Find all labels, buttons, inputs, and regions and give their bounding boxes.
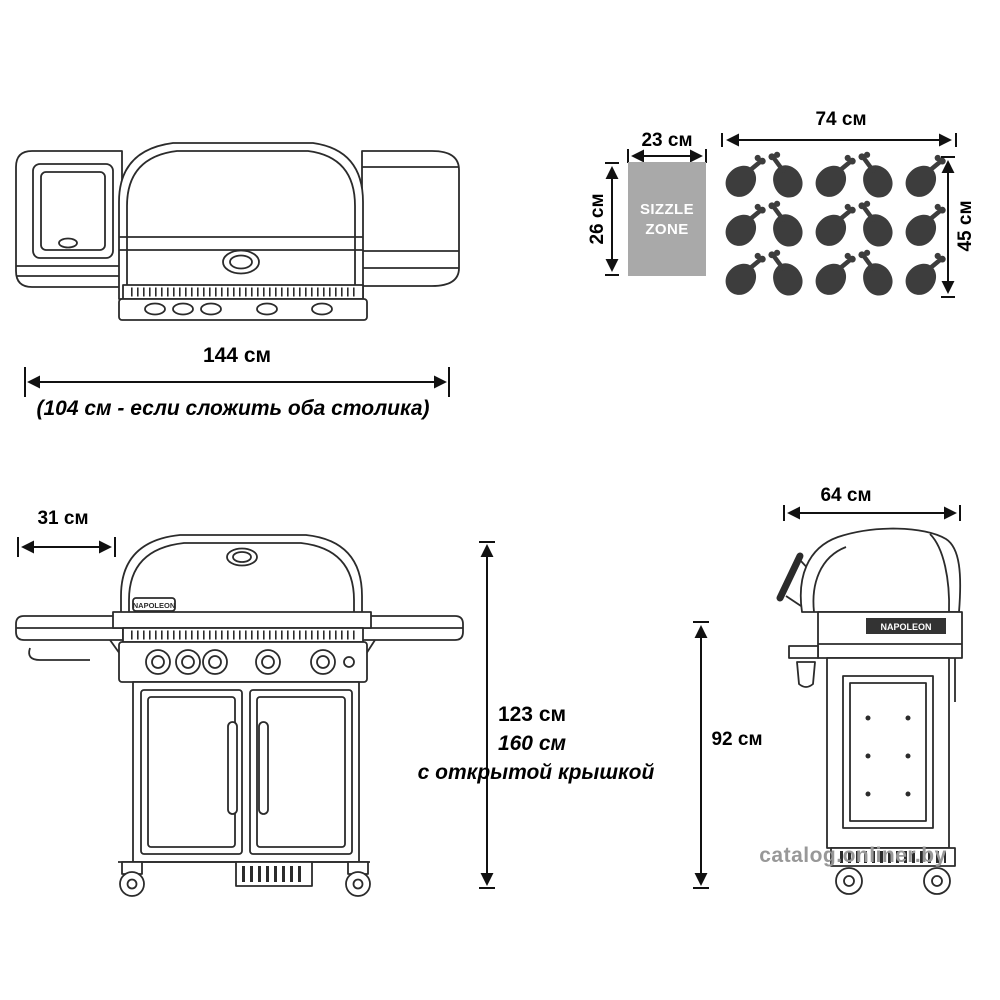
right-shelf [361, 150, 460, 287]
arrow-sizzle-width [627, 149, 707, 163]
dimension-arrows [17, 133, 961, 889]
brand-label-front: NAPOLEON [133, 601, 176, 610]
note-height-open: с открытой крышкой [417, 761, 655, 784]
shelf-edge [788, 645, 819, 659]
drumstick-icon [764, 200, 805, 248]
dim-grate-width: 74 см [815, 109, 867, 130]
left-shelf [15, 150, 123, 288]
note-folded-width: (104 см - если сложить оба столика) [36, 397, 430, 420]
dim-height-closed: 123 см [497, 703, 567, 726]
drumstick-icon [814, 151, 857, 200]
dim-total-width: 144 см [202, 344, 272, 367]
sizzle-zone-label-line1: SIZZLE [639, 200, 695, 218]
drumstick-icon [724, 200, 767, 249]
arrow-depth [783, 505, 961, 521]
lid [118, 142, 364, 300]
drumstick-icon [764, 249, 805, 297]
drumstick-icon [854, 200, 895, 248]
drumstick-grid [724, 151, 947, 298]
lid [120, 534, 363, 629]
burner-knob [255, 649, 281, 675]
sizzle-zone-label-line2: ZONE [645, 220, 689, 238]
dim-depth: 64 см [820, 485, 872, 506]
burner-knob [172, 302, 194, 316]
towel-bar [28, 647, 90, 661]
lid-lip [112, 611, 372, 629]
caster-wheel [923, 867, 951, 895]
arrow-grate-depth [941, 156, 955, 298]
burner-knob [200, 302, 222, 316]
burner-knob [256, 302, 278, 316]
burner-knob [145, 649, 171, 675]
cart-door-left [140, 689, 243, 855]
dim-grate-depth: 45 см [955, 200, 976, 252]
drumstick-icon [814, 200, 857, 249]
brand-label-side: NAPOLEON [880, 622, 931, 632]
grill-front-lid-closed [15, 142, 460, 321]
brand-plate [132, 597, 176, 612]
brand-plate-dark [866, 618, 946, 634]
arrow-total-width [24, 367, 450, 397]
burner-knob [144, 302, 166, 316]
drumstick-icon [764, 151, 805, 199]
control-panel [118, 298, 368, 321]
burner-knob [202, 649, 228, 675]
drumstick-icon [814, 249, 857, 298]
caster-wheel [345, 871, 371, 897]
dim-height-open: 160 см [497, 732, 567, 755]
dim-cart-height: 92 см [711, 729, 763, 750]
grease-cup [796, 661, 816, 688]
cart-door-right [249, 689, 353, 855]
cart-side [826, 657, 950, 849]
grill-front-full [15, 534, 464, 897]
shelf-handle [58, 237, 78, 249]
drumstick-icon [904, 200, 947, 249]
arrow-grate-width [721, 133, 957, 147]
drumstick-icon [854, 151, 895, 199]
left-shelf-cover [32, 163, 114, 259]
igniter-button [343, 656, 355, 668]
door-handle [227, 721, 238, 815]
dim-sizzle-depth: 26 см [587, 193, 608, 245]
arrow-shelf-width [17, 537, 116, 557]
watermark: catalog.onliner.by [759, 844, 947, 867]
caster-wheel [835, 867, 863, 895]
burner-knob [310, 649, 336, 675]
dim-shelf-width: 31 см [37, 508, 89, 529]
sizzle-zone-box: SIZZLE ZONE [628, 162, 706, 276]
dim-sizzle-width: 23 см [641, 130, 693, 151]
arrow-height-closed [479, 541, 495, 889]
drumstick-icon [724, 249, 767, 298]
grill-side-view [776, 527, 963, 895]
lid-handle [776, 552, 804, 602]
burner-knob [311, 302, 333, 316]
lid-vent-oval [226, 547, 258, 567]
drumstick-icon [854, 249, 895, 297]
drumstick-icon [724, 151, 767, 200]
lid-logo-oval [222, 249, 260, 275]
drumstick-icon [904, 151, 947, 200]
base-vent [830, 847, 956, 867]
cart-body [132, 681, 360, 863]
door-handle [258, 721, 269, 815]
burner-knob [175, 649, 201, 675]
arrow-cart-height [693, 621, 709, 889]
caster-wheel [119, 871, 145, 897]
drumstick-icon [904, 249, 947, 298]
arrow-sizzle-depth [605, 162, 619, 276]
